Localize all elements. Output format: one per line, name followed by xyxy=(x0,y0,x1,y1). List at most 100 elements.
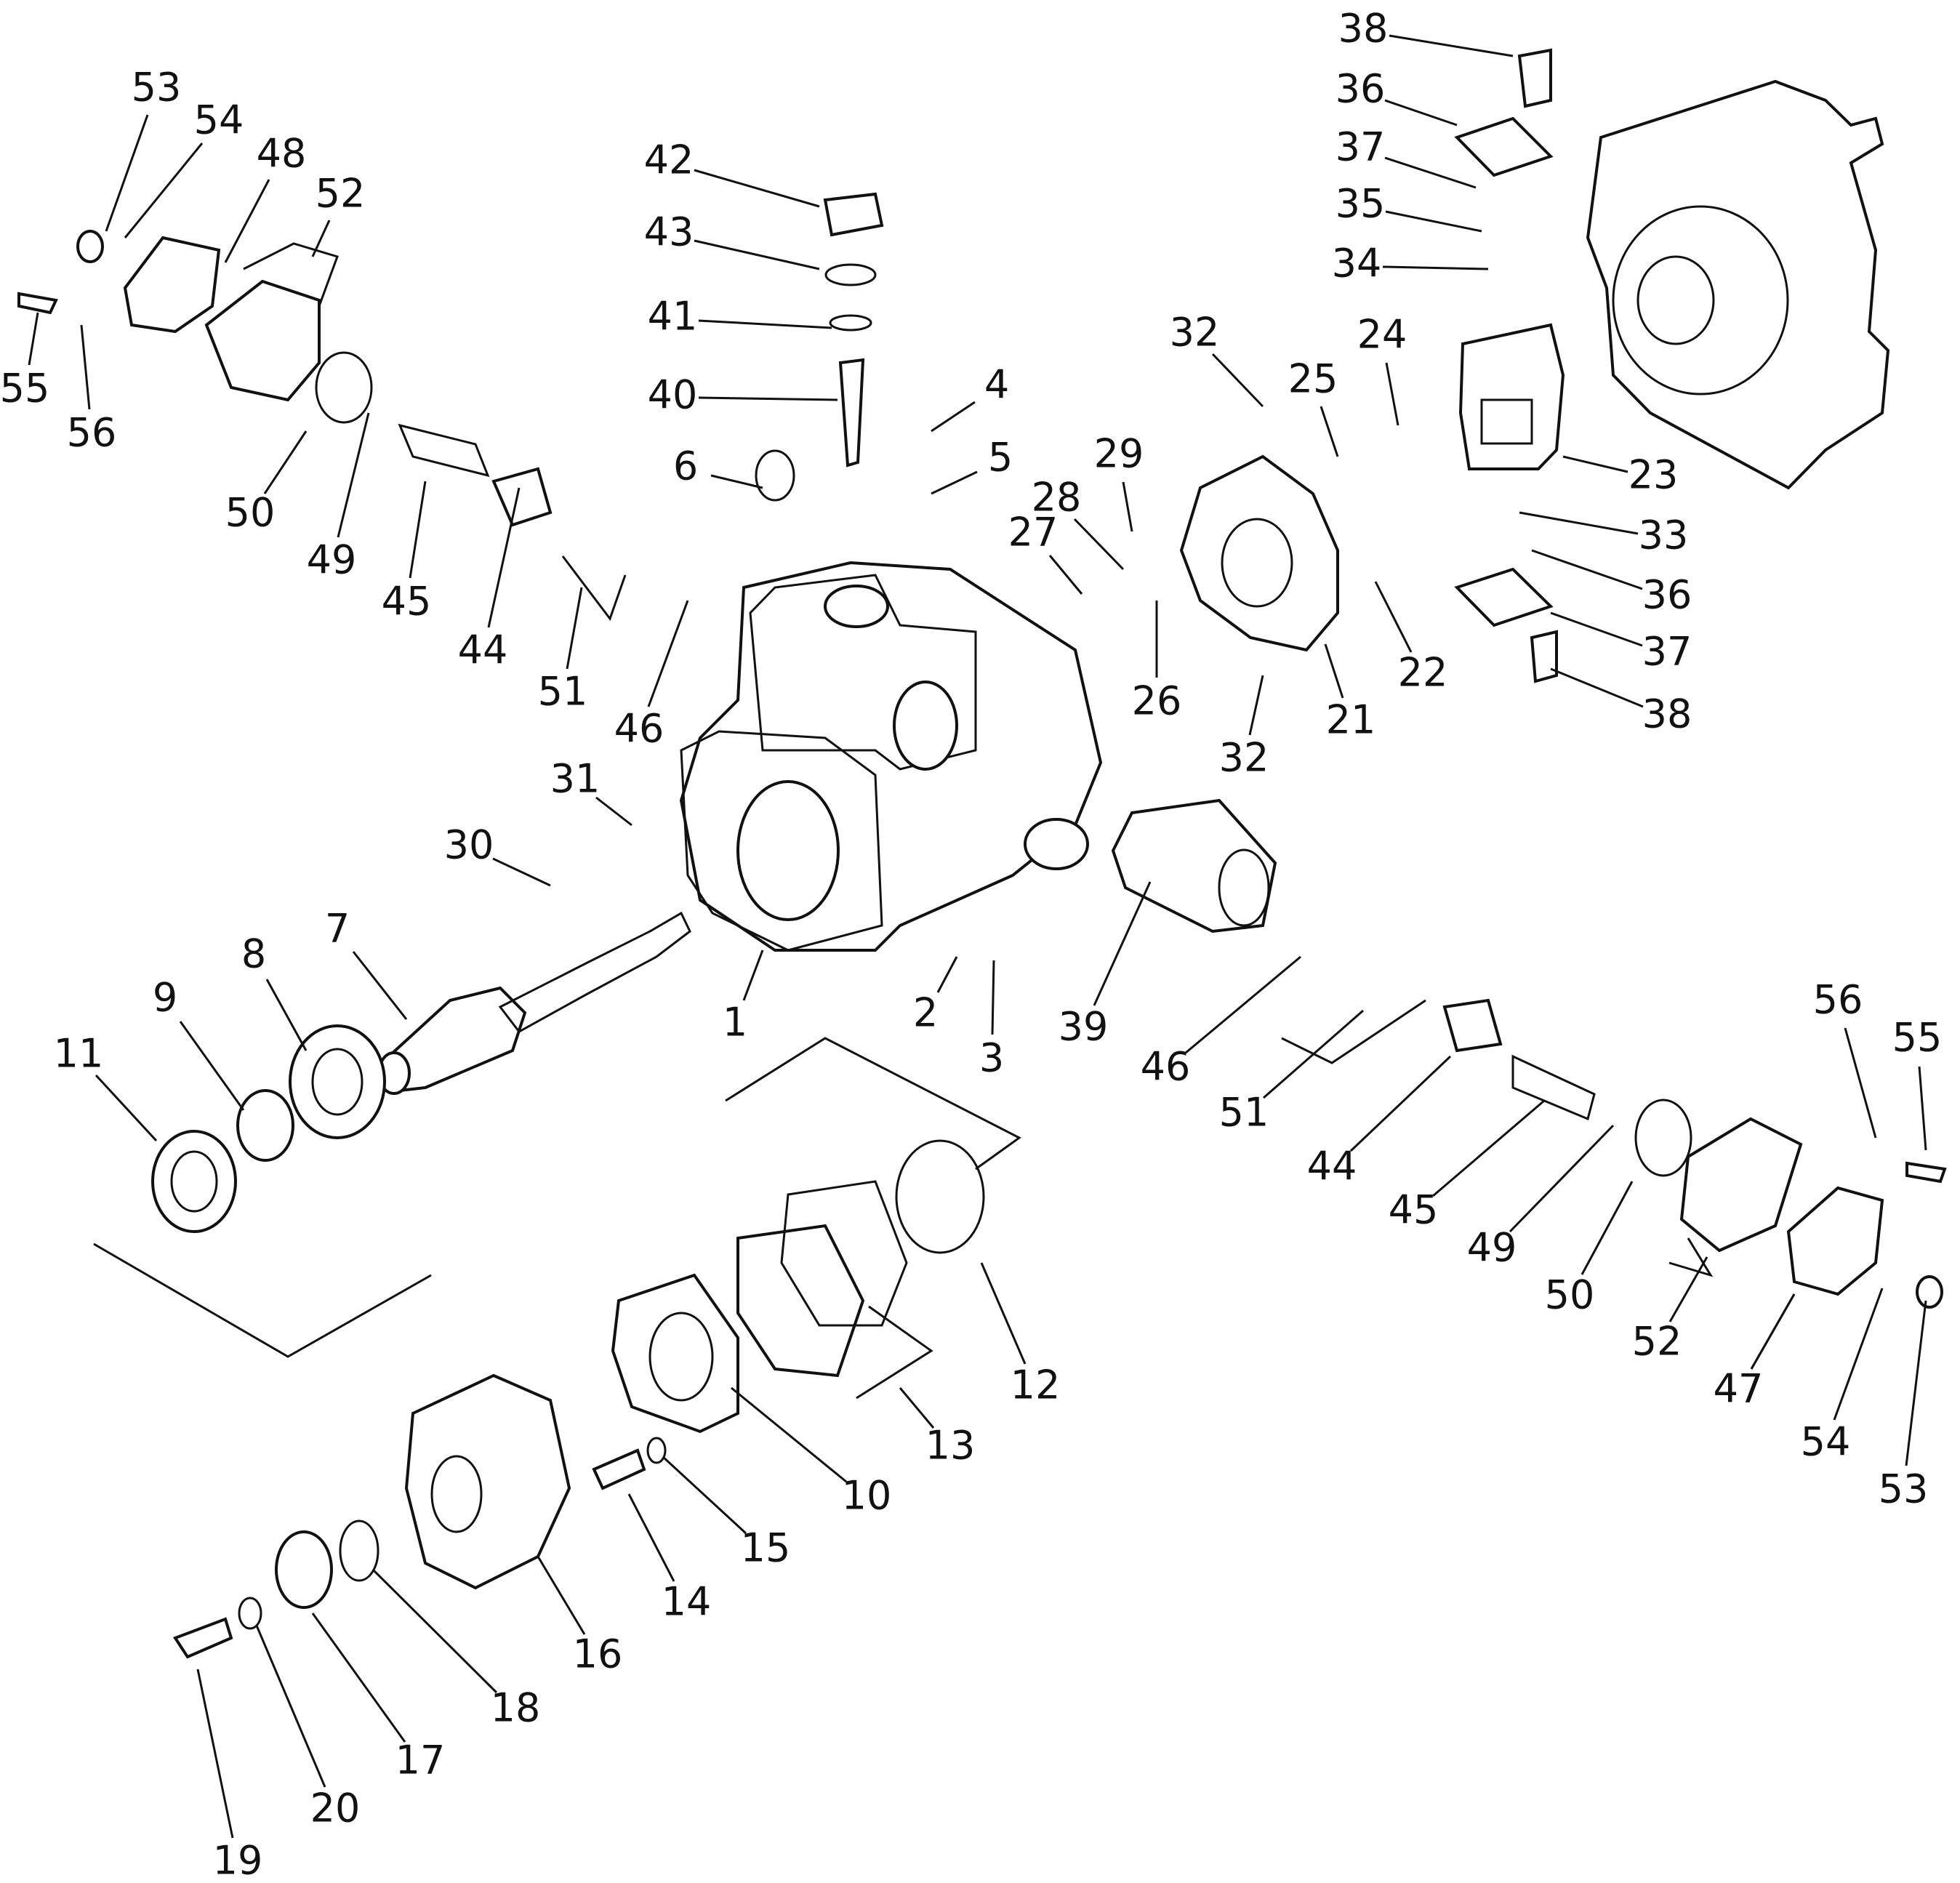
callout-12: 12 xyxy=(1011,1362,1061,1408)
callout-29: 29 xyxy=(1094,431,1144,477)
leader-line xyxy=(694,169,820,208)
cover-16 xyxy=(404,1373,571,1590)
callout-3: 3 xyxy=(979,1035,1004,1081)
bearing-8 xyxy=(289,1024,386,1139)
leader-line xyxy=(899,1387,935,1429)
callout-20: 20 xyxy=(310,1786,361,1831)
callout-51: 51 xyxy=(538,669,588,715)
leader-line xyxy=(337,412,370,538)
leader-line xyxy=(1263,1009,1364,1099)
callout-37: 37 xyxy=(1336,124,1386,170)
washer-15 xyxy=(646,1437,667,1464)
leader-line xyxy=(662,1456,747,1535)
callout-45: 45 xyxy=(382,579,432,625)
sleeve-39 xyxy=(1111,798,1277,934)
cover-16-bore xyxy=(430,1455,483,1533)
callout-21: 21 xyxy=(1326,697,1376,743)
leader-line xyxy=(1750,1293,1796,1370)
callout-19: 19 xyxy=(213,1838,263,1883)
cover-48-left xyxy=(123,236,221,334)
leader-line xyxy=(1320,406,1339,457)
side-bore xyxy=(893,680,958,771)
group-bracket xyxy=(561,555,627,622)
leader-line xyxy=(1122,481,1133,532)
leader-line xyxy=(1918,1066,1927,1151)
leader-line xyxy=(1093,881,1152,1006)
leader-line xyxy=(595,796,632,827)
callout-50: 50 xyxy=(1545,1272,1595,1318)
callout-46: 46 xyxy=(1141,1044,1191,1090)
leader-line xyxy=(647,600,689,707)
plate-36-top xyxy=(1454,116,1554,177)
callout-51: 51 xyxy=(1219,1090,1269,1136)
nut-53-left xyxy=(76,230,104,263)
leader-line xyxy=(1389,34,1514,57)
part-drawings xyxy=(17,48,1947,1659)
callout-36: 36 xyxy=(1336,66,1386,112)
front-flange xyxy=(680,730,883,952)
callout-42: 42 xyxy=(644,137,694,183)
callout-53: 53 xyxy=(132,65,182,111)
leader-line xyxy=(1844,1027,1877,1139)
callout-26: 26 xyxy=(1132,678,1182,724)
leader-line xyxy=(1519,511,1639,535)
group-bracket xyxy=(93,1242,432,1358)
callout-34: 34 xyxy=(1332,241,1382,286)
rear-cover-bore xyxy=(1221,518,1293,608)
callout-2: 2 xyxy=(913,990,938,1036)
callout-55: 55 xyxy=(1892,1015,1943,1061)
callout-10: 10 xyxy=(842,1473,892,1519)
leader-line xyxy=(698,319,832,329)
callout-9: 9 xyxy=(153,975,177,1021)
o-ring-43 xyxy=(824,263,877,286)
leader-line xyxy=(1432,1099,1545,1197)
leader-line xyxy=(1509,1124,1615,1233)
leader-line xyxy=(1248,675,1264,736)
leader-line xyxy=(566,587,583,670)
callout-48: 48 xyxy=(257,131,307,177)
leader-line xyxy=(492,857,551,887)
callout-56: 56 xyxy=(67,410,117,456)
shaft-spline xyxy=(498,911,691,1033)
callout-15: 15 xyxy=(741,1525,791,1571)
o-ring-50-left xyxy=(315,351,373,424)
leader-line xyxy=(1073,518,1125,571)
leader-line xyxy=(80,324,91,410)
o-ring-12 xyxy=(895,1139,985,1254)
callout-36: 36 xyxy=(1642,572,1692,618)
leader-line xyxy=(179,1021,245,1111)
leader-line xyxy=(1833,1288,1884,1421)
rear-cover xyxy=(1179,454,1339,652)
leader-line xyxy=(931,401,976,433)
callout-47: 47 xyxy=(1714,1366,1764,1412)
leader-line xyxy=(371,1568,498,1694)
leader-line xyxy=(1384,99,1458,127)
callout-1: 1 xyxy=(723,1000,747,1045)
pump-housing xyxy=(1586,79,1890,490)
gasket-13a xyxy=(736,1224,865,1378)
callout-31: 31 xyxy=(550,756,601,802)
leader-line xyxy=(1550,611,1643,647)
valve-block xyxy=(1458,323,1565,470)
valve-window xyxy=(1480,398,1533,445)
callout-55: 55 xyxy=(0,366,49,411)
callout-41: 41 xyxy=(648,294,698,340)
callout-8: 8 xyxy=(241,931,266,977)
callout-25: 25 xyxy=(1288,356,1338,402)
callout-32: 32 xyxy=(1170,310,1220,356)
callout-49: 49 xyxy=(307,537,357,583)
housing-bore xyxy=(1612,205,1789,396)
callout-24: 24 xyxy=(1357,312,1407,358)
callout-52: 52 xyxy=(316,171,366,217)
leader-line xyxy=(105,114,149,232)
callout-39: 39 xyxy=(1059,1004,1109,1050)
leader-line xyxy=(1385,210,1482,233)
group-bracket xyxy=(1281,999,1426,1064)
bearing-11 xyxy=(151,1130,237,1233)
leader-line xyxy=(731,1386,847,1483)
callout-46: 46 xyxy=(614,706,664,752)
leader-line xyxy=(1349,1055,1452,1152)
leader-line xyxy=(1531,549,1643,590)
pump-body xyxy=(679,561,1103,952)
